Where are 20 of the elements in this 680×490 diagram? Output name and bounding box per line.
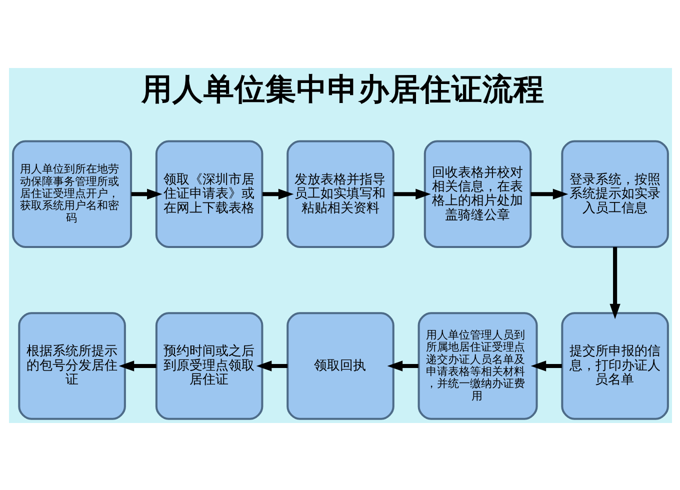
arrow (118, 360, 156, 371)
node-box: 提交所申报的信息，打印办证人员名单 (560, 312, 668, 420)
arrow (130, 188, 162, 199)
node-box: 用人单位到所在地劳动保障事务管理所或居住证受理点开户，获取系统用户名和密码 (12, 140, 132, 248)
arrow (262, 188, 294, 199)
arrow (386, 360, 418, 371)
node-box: 登录系统，按照系统提示如实录入员工信息 (560, 140, 668, 248)
node-box: 根据系统所提示的包号分发居住证 (18, 312, 126, 420)
arrow (530, 360, 562, 371)
diagram-title: 用人单位集中申办居住证流程 (141, 72, 544, 108)
arrow (609, 246, 620, 319)
arrow (530, 188, 568, 199)
node-box: 回收表格并校对相关信息，在表格上的相片处加盖骑缝公章 (423, 140, 532, 248)
node-box: 领取《深圳市居住证申请表》或在网上下载表格 (154, 140, 263, 248)
arrow (392, 188, 430, 199)
node-box: 领取回执 (286, 312, 394, 420)
arrow (256, 360, 288, 371)
node-box: 用人单位管理人员到所属地居住证受理点递交办证人员名单及申请表格等相关材料，并统一缴纳办证费用 (417, 312, 538, 420)
node-box: 发放表格并指导员工如实填写和粘贴相关资料 (286, 140, 394, 248)
node-box: 预约时间或之后到原受理点领取居住证 (154, 312, 263, 420)
